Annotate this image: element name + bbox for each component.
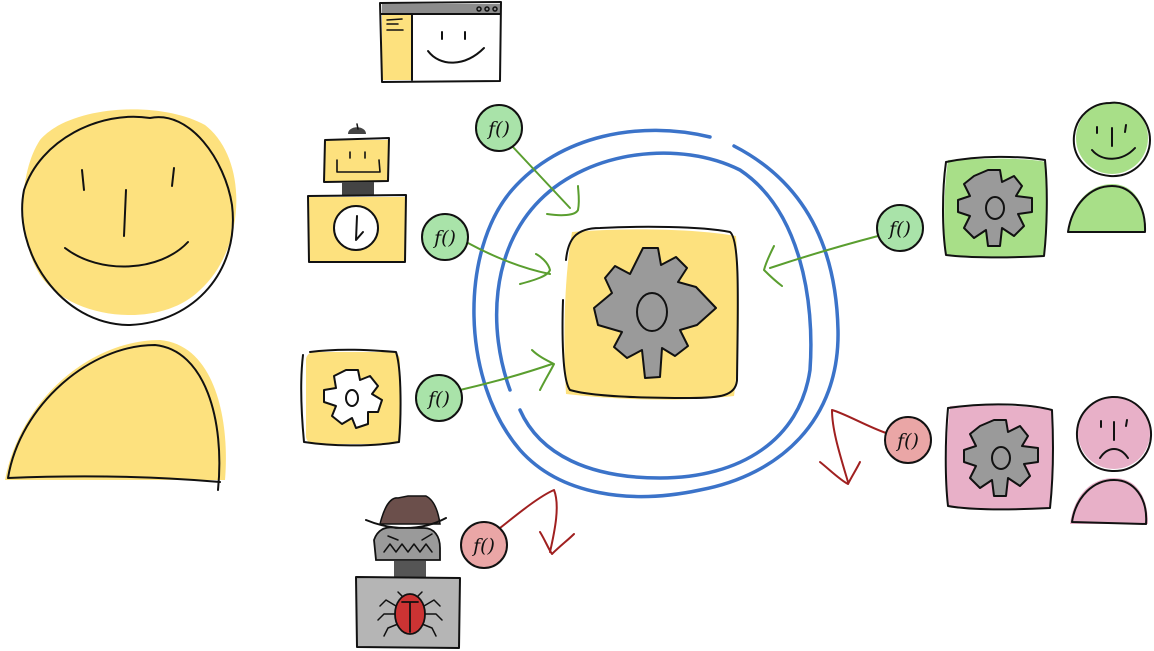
green-service (942, 155, 1048, 259)
allowed-calls (459, 145, 879, 391)
arrow-config-to-core (459, 349, 555, 391)
fn-bot[interactable]: f() (421, 213, 469, 261)
outer-ring (472, 128, 840, 499)
owner-user-head-outline (21, 115, 234, 326)
owner-user-mouth (64, 241, 189, 268)
pink-gear-icon (963, 419, 1039, 497)
arrow-pink-rejected (819, 409, 887, 485)
owner-user-nose (123, 189, 127, 237)
bug-icon (377, 591, 443, 637)
fn-green-label: f() (887, 218, 911, 240)
hacker-neck (394, 561, 426, 577)
boundary-rings (472, 128, 840, 499)
config-service (300, 348, 402, 447)
rejected-calls (499, 409, 887, 555)
window-dot-2 (484, 6, 490, 12)
owner-user-eye-left (81, 169, 85, 191)
core-service (561, 225, 739, 400)
fn-top-label: f() (486, 118, 510, 140)
web-app (379, 1, 502, 83)
green-user-body (1068, 184, 1146, 232)
web-app-sidebar (382, 14, 412, 80)
scheduler-bot (307, 123, 407, 263)
web-app-titlebar (382, 4, 500, 14)
fn-pink-label: f() (895, 430, 919, 452)
owner-user-body-fill (5, 340, 226, 480)
hacker-head (373, 526, 441, 561)
pink-user-body (1070, 478, 1148, 524)
web-app-smiley (427, 31, 485, 64)
window-dot-3 (492, 6, 498, 12)
window-dot-1 (476, 6, 482, 12)
arrow-attacker-rejected (499, 489, 575, 555)
pink-service (944, 403, 1055, 511)
fn-bot-label: f() (432, 227, 456, 249)
arrow-green-to-core (763, 235, 879, 287)
fn-green[interactable]: f() (876, 204, 924, 252)
fn-pink[interactable]: f() (884, 416, 932, 464)
green-gear-icon (957, 169, 1033, 247)
fn-attacker-label: f() (471, 535, 495, 557)
robot-neck (342, 182, 374, 196)
robot-head (325, 140, 388, 182)
owner-user-body-outline (7, 344, 221, 491)
pink-user (1070, 395, 1153, 525)
inner-ring (494, 151, 813, 480)
fn-attacker[interactable]: f() (460, 521, 508, 569)
core-gear-icon (593, 247, 717, 379)
hacker-hat (379, 495, 441, 525)
fn-config-label: f() (426, 388, 450, 410)
arrow-top-to-core (511, 145, 580, 217)
white-gear-icon (323, 369, 383, 429)
owner-user (5, 109, 237, 491)
robot-face (336, 151, 381, 173)
arrow-bot-to-core (467, 242, 551, 285)
green-user (1067, 101, 1151, 233)
attacker-bot (355, 495, 461, 649)
fn-top[interactable]: f() (475, 104, 523, 152)
owner-user-head-fill (23, 109, 237, 316)
robot-antenna (348, 127, 366, 134)
owner-user-eye-right (171, 167, 175, 187)
fn-config[interactable]: f() (415, 374, 463, 422)
